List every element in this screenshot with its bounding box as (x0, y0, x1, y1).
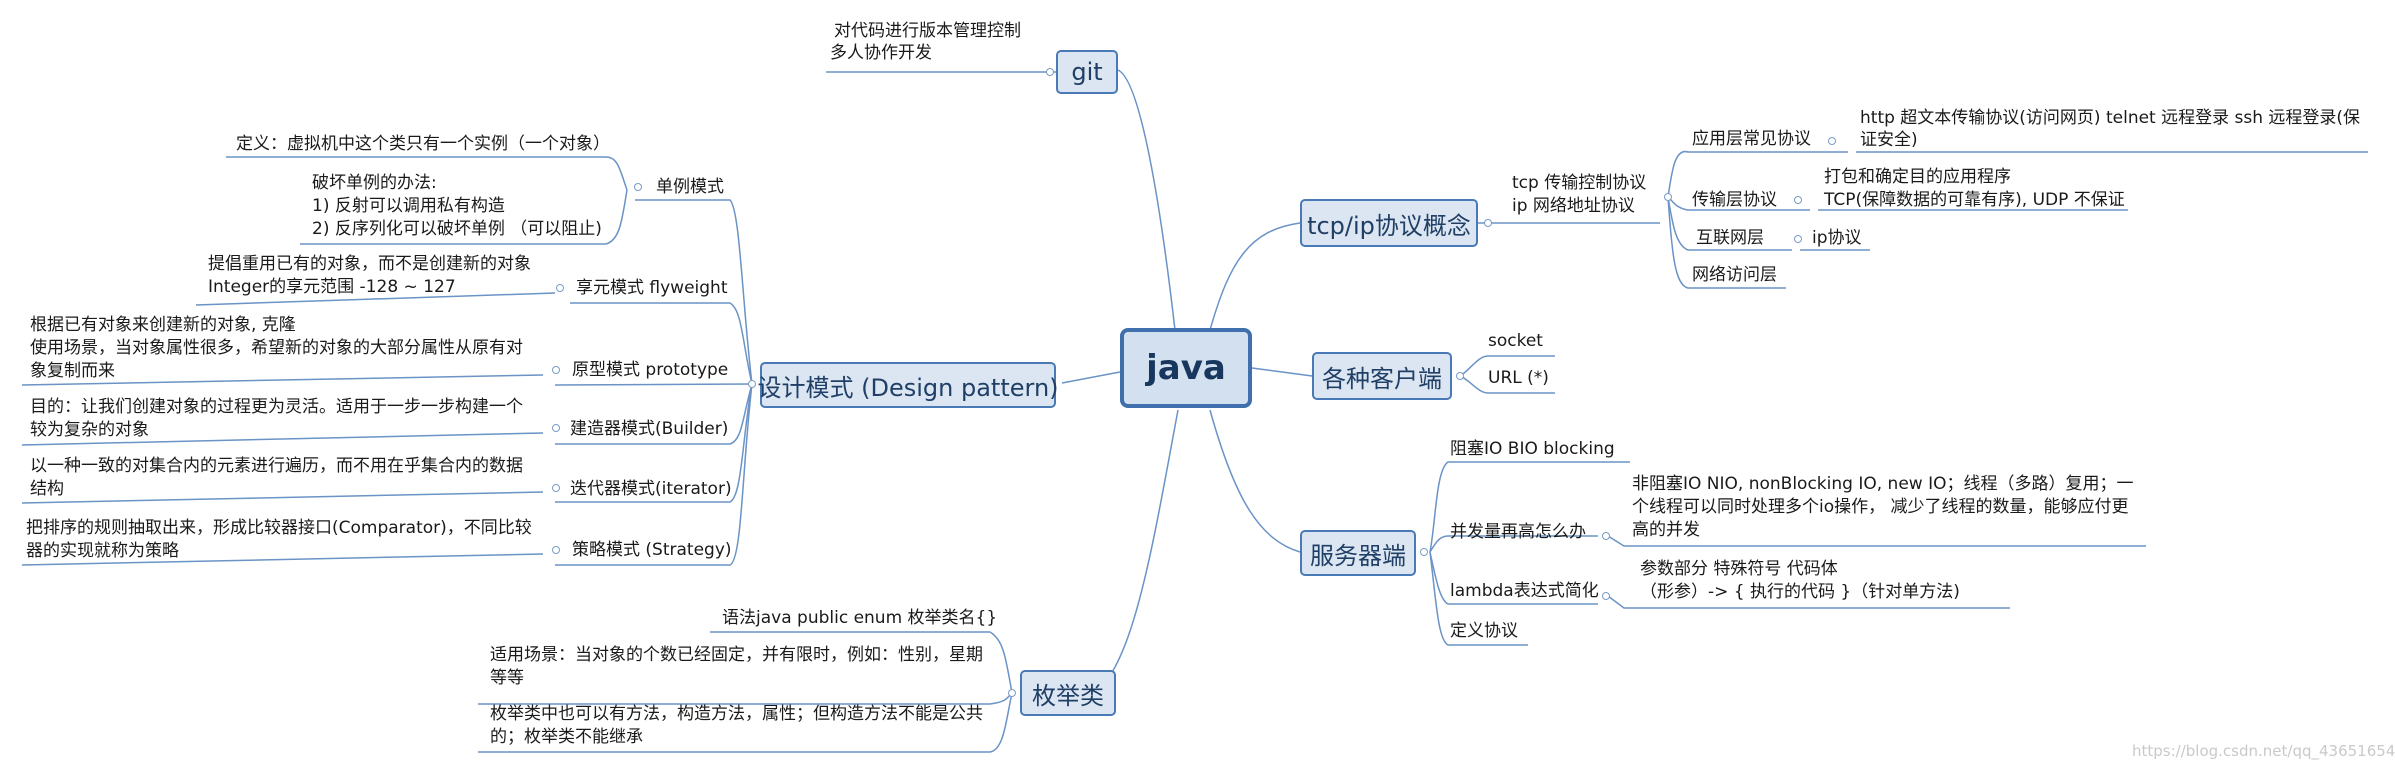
tcpip-layer-detail: 打包和确定目的应用程序 (1824, 167, 2011, 187)
collapse-dot[interactable] (556, 284, 564, 292)
pattern-detail: 提倡重用已有的对象，而不是创建新的对象 (208, 254, 531, 274)
collapse-dot[interactable] (1484, 219, 1492, 227)
collapse-dot[interactable] (1602, 532, 1610, 540)
pattern-detail: 器的实现就称为策略 (26, 541, 179, 561)
tcpip-layer-detail: http 超文本传输协议(访问网页) telnet 远程登录 ssh 远程登录(… (1860, 108, 2361, 128)
pattern-detail: 象复制而来 (30, 361, 115, 381)
pattern-detail: 根据已有对象来创建新的对象, 克隆 (30, 315, 296, 335)
collapse-dot[interactable] (634, 183, 642, 191)
enum-item: 语法java public enum 枚举类名{} (722, 608, 998, 628)
collapse-dot[interactable] (552, 366, 560, 374)
watermark: https://blog.csdn.net/qq_43651654 (2132, 742, 2395, 760)
pattern-detail: 较为复杂的对象 (30, 420, 149, 440)
git-note: 对代码进行版本管理控制 (834, 21, 1021, 41)
tcpip-layer-label: 网络访问层 (1692, 265, 1777, 285)
server-detail: 个线程可以同时处理多个io操作， 减少了线程的数量，能够应付更 (1632, 497, 2129, 517)
pattern-detail: 目的：让我们创建对象的过程更为灵活。适用于一步一步构建一个 (30, 397, 523, 417)
pattern-label: 策略模式 (Strategy) (572, 540, 732, 560)
git-node[interactable]: git (1056, 50, 1118, 94)
enum-node[interactable]: 枚举类 (1020, 670, 1116, 716)
pattern-detail: Integer的享元范围 -128 ~ 127 (208, 277, 456, 297)
pattern-detail: 使用场景，当对象属性很多，希望新的对象的大部分属性从原有对 (30, 338, 523, 358)
tcpip-summary: tcp 传输控制协议 (1512, 173, 1647, 193)
collapse-dot[interactable] (1828, 137, 1836, 145)
client-item: socket (1488, 331, 1543, 351)
pattern-detail: 把排序的规则抽取出来，形成比较器接口(Comparator)，不同比较 (26, 518, 532, 538)
design-pattern-node[interactable]: 设计模式 (Design pattern) (757, 362, 1059, 408)
tcpip-layer-detail: ip协议 (1812, 228, 1862, 248)
tcpip-layer-detail: 证安全) (1860, 130, 1918, 150)
pattern-detail: 结构 (30, 479, 64, 499)
tcpip-layer-detail: TCP(保障数据的可靠有序), UDP 不保证 (1824, 190, 2125, 210)
collapse-dot[interactable] (552, 484, 560, 492)
collapse-dot[interactable] (1664, 193, 1672, 201)
enum-item: 的；枚举类不能继承 (490, 727, 643, 747)
root-node[interactable]: java (1120, 328, 1252, 408)
collapse-dot[interactable] (1420, 548, 1428, 556)
pattern-detail: 以一种一致的对集合内的元素进行遍历，而不用在乎集合内的数据 (30, 456, 523, 476)
enum-item: 枚举类中也可以有方法，构造方法，属性；但构造方法不能是公共 (490, 704, 983, 724)
collapse-dot[interactable] (748, 380, 756, 388)
pattern-detail: 破坏单例的办法: (312, 173, 437, 193)
collapse-dot[interactable] (552, 546, 560, 554)
pattern-label: 单例模式 (656, 177, 724, 197)
clients-node[interactable]: 各种客户端 (1312, 352, 1452, 400)
pattern-label: 原型模式 prototype (572, 360, 729, 380)
server-item: 定义协议 (1450, 621, 1518, 641)
pattern-label: 建造器模式(Builder) (570, 419, 729, 439)
server-node[interactable]: 服务器端 (1300, 530, 1416, 576)
server-detail: 非阻塞IO NIO, nonBlocking IO, new IO；线程（多路）… (1632, 474, 2134, 494)
collapse-dot[interactable] (1456, 372, 1464, 380)
collapse-dot[interactable] (552, 424, 560, 432)
enum-item: 等等 (490, 668, 524, 688)
tcpip-summary: ip 网络地址协议 (1512, 196, 1635, 216)
tcpip-layer-label: 互联网层 (1696, 228, 1764, 248)
pattern-detail: 1) 反射可以调用私有构造 (312, 196, 505, 216)
pattern-label: 享元模式 flyweight (576, 278, 728, 298)
server-item: 阻塞IO BIO blocking (1450, 439, 1615, 459)
collapse-dot[interactable] (1008, 689, 1016, 697)
server-item: 并发量再高怎么办 (1450, 522, 1586, 542)
tcpip-layer-label: 应用层常见协议 (1692, 129, 1811, 149)
collapse-dot[interactable] (1602, 592, 1610, 600)
tcpip-node[interactable]: tcp/ip协议概念 (1300, 199, 1478, 247)
server-detail: 高的并发 (1632, 520, 1700, 540)
collapse-dot[interactable] (1046, 68, 1054, 76)
pattern-detail: 2) 反序列化可以破坏单例 （可以阻止) (312, 219, 602, 239)
collapse-dot[interactable] (1794, 196, 1802, 204)
pattern-detail: 定义：虚拟机中这个类只有一个实例（一个对象） (236, 134, 610, 154)
pattern-label: 迭代器模式(iterator) (570, 479, 732, 499)
server-item: lambda表达式简化 (1450, 581, 1599, 601)
server-detail: 参数部分 特殊符号 代码体 (1640, 559, 1838, 579)
enum-item: 适用场景：当对象的个数已经固定，并有限时，例如：性别，星期 (490, 645, 983, 665)
tcpip-layer-label: 传输层协议 (1692, 190, 1777, 210)
git-note: 多人协作开发 (830, 43, 932, 63)
server-detail: （形参）-> { 执行的代码 }（针对单方法) (1640, 582, 1960, 602)
client-item: URL (*) (1488, 368, 1549, 388)
collapse-dot[interactable] (1794, 235, 1802, 243)
